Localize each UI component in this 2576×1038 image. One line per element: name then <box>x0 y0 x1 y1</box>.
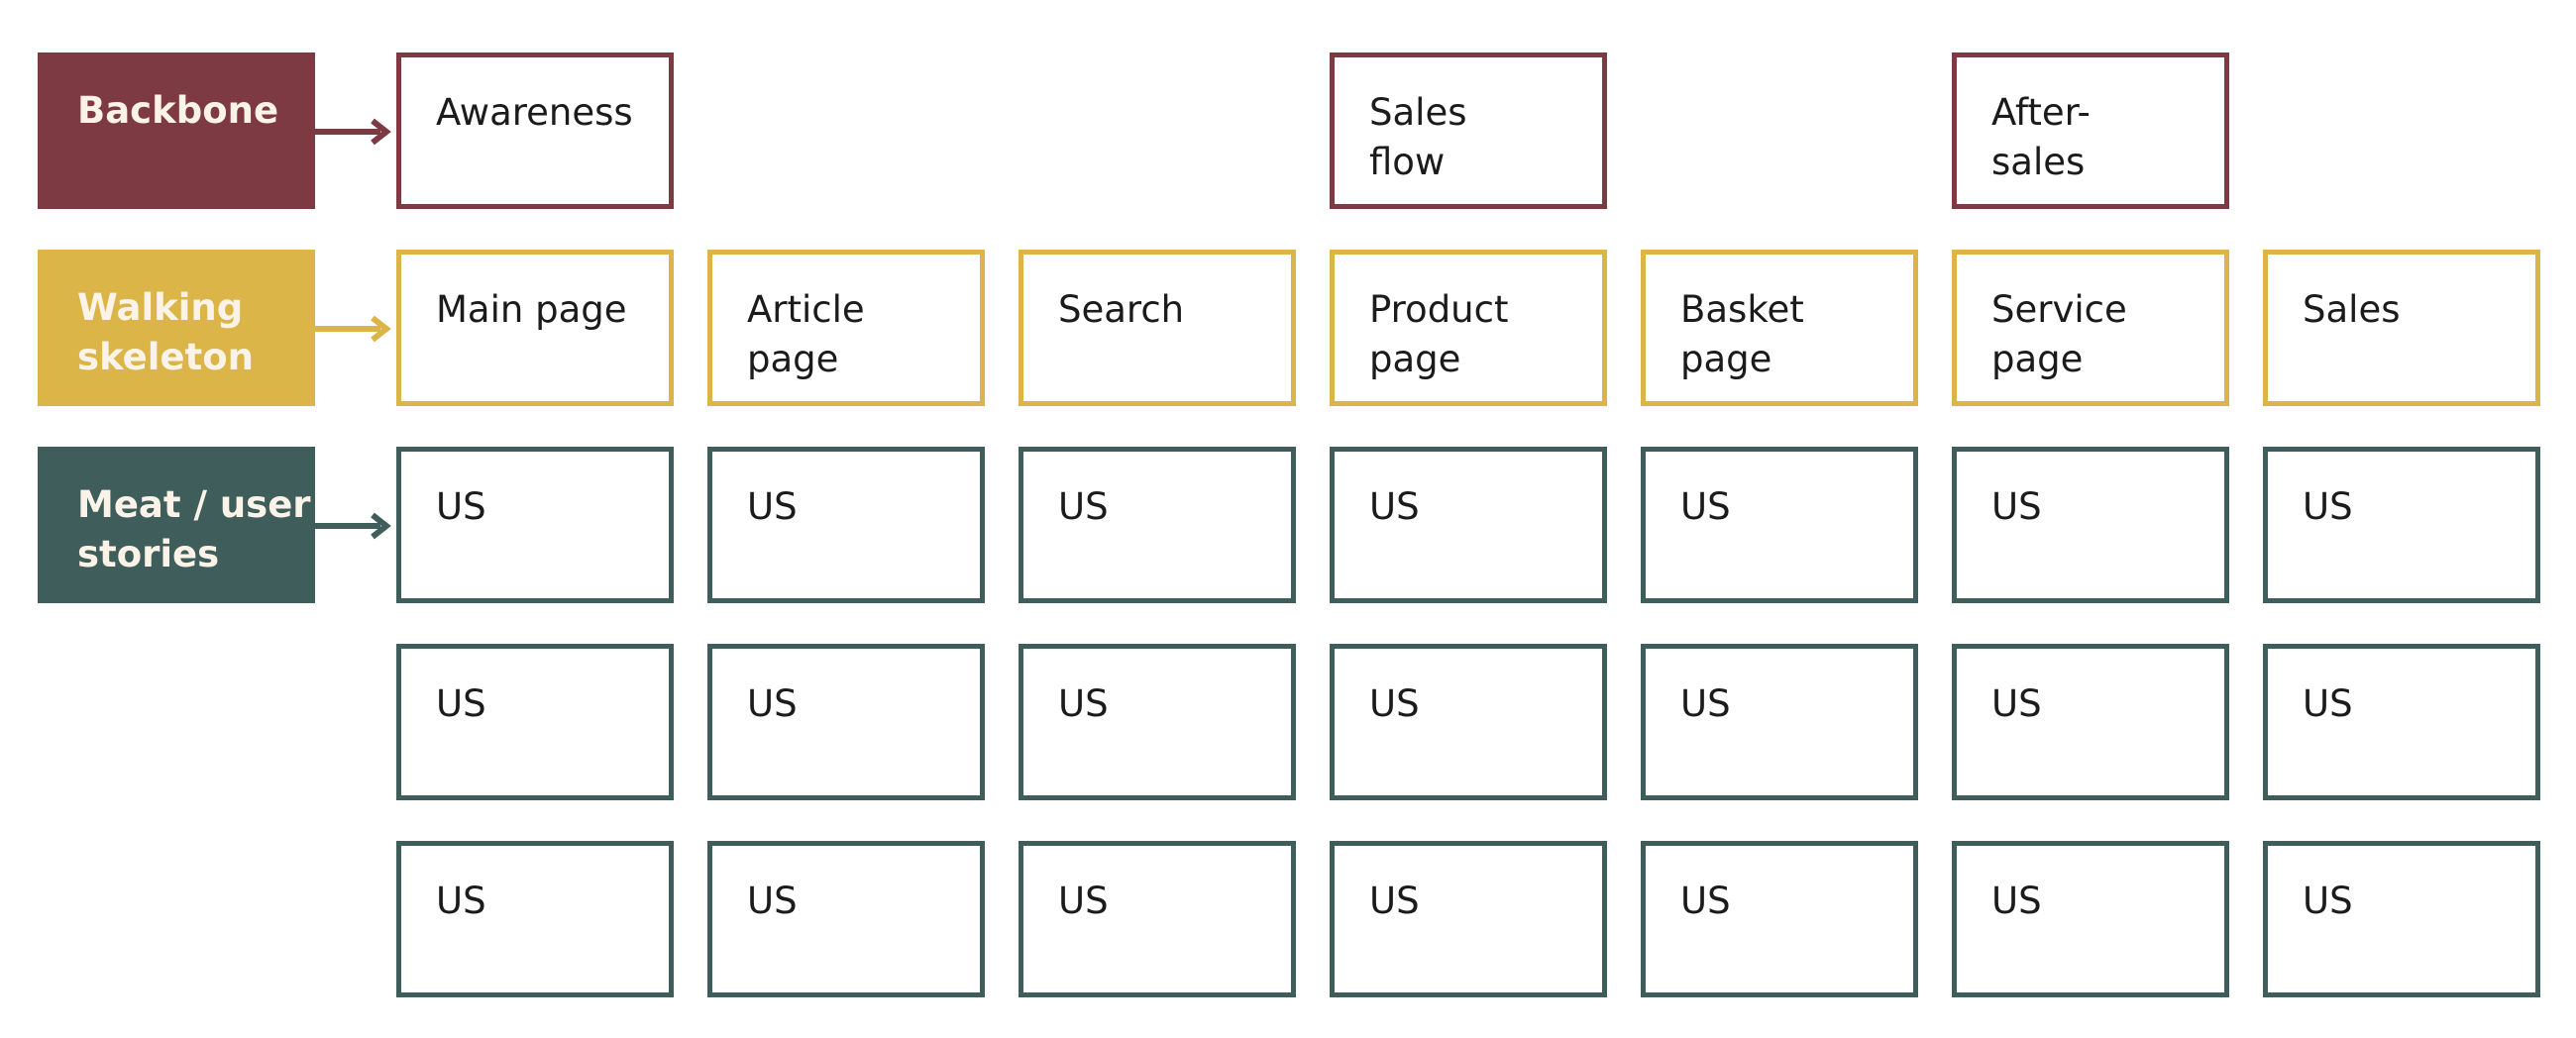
user-story-card: US <box>707 644 985 800</box>
user-story-card: US <box>1952 644 2229 800</box>
user-story-card: US <box>1019 447 1296 603</box>
user-story-card: US <box>1019 841 1296 997</box>
user-story-card: US <box>1641 841 1918 997</box>
user-story-card: US <box>1330 644 1607 800</box>
walking-skeleton-card: Basket page <box>1641 250 1918 406</box>
backbone-card: Sales flow <box>1330 52 1607 209</box>
user-story-card: US <box>1641 644 1918 800</box>
user-story-card: US <box>2263 447 2540 603</box>
meat-user-stories-label: Meat / user stories <box>38 447 315 603</box>
walking-skeleton-card: Search <box>1019 250 1296 406</box>
user-story-card: US <box>1019 644 1296 800</box>
user-story-card: US <box>1330 841 1607 997</box>
meat-arrow-icon <box>315 512 391 540</box>
walking-skeleton-card: Main page <box>396 250 674 406</box>
backbone-arrow-icon <box>315 118 391 146</box>
user-story-card: US <box>2263 644 2540 800</box>
user-story-card: US <box>1330 447 1607 603</box>
user-story-card: US <box>2263 841 2540 997</box>
user-story-card: US <box>396 841 674 997</box>
walking-skeleton-card: Service page <box>1952 250 2229 406</box>
walking-skeleton-arrow-icon <box>315 315 391 343</box>
user-story-card: US <box>1641 447 1918 603</box>
backbone-card: Awareness <box>396 52 674 209</box>
user-story-card: US <box>1952 447 2229 603</box>
walking-skeleton-card: Product page <box>1330 250 1607 406</box>
walking-skeleton-label: Walking skeleton <box>38 250 315 406</box>
backbone-label: Backbone <box>38 52 315 209</box>
user-story-card: US <box>707 447 985 603</box>
walking-skeleton-card: Article page <box>707 250 985 406</box>
walking-skeleton-card: Sales <box>2263 250 2540 406</box>
user-story-card: US <box>396 447 674 603</box>
user-story-card: US <box>396 644 674 800</box>
user-story-card: US <box>707 841 985 997</box>
backbone-card: After- sales <box>1952 52 2229 209</box>
user-story-card: US <box>1952 841 2229 997</box>
